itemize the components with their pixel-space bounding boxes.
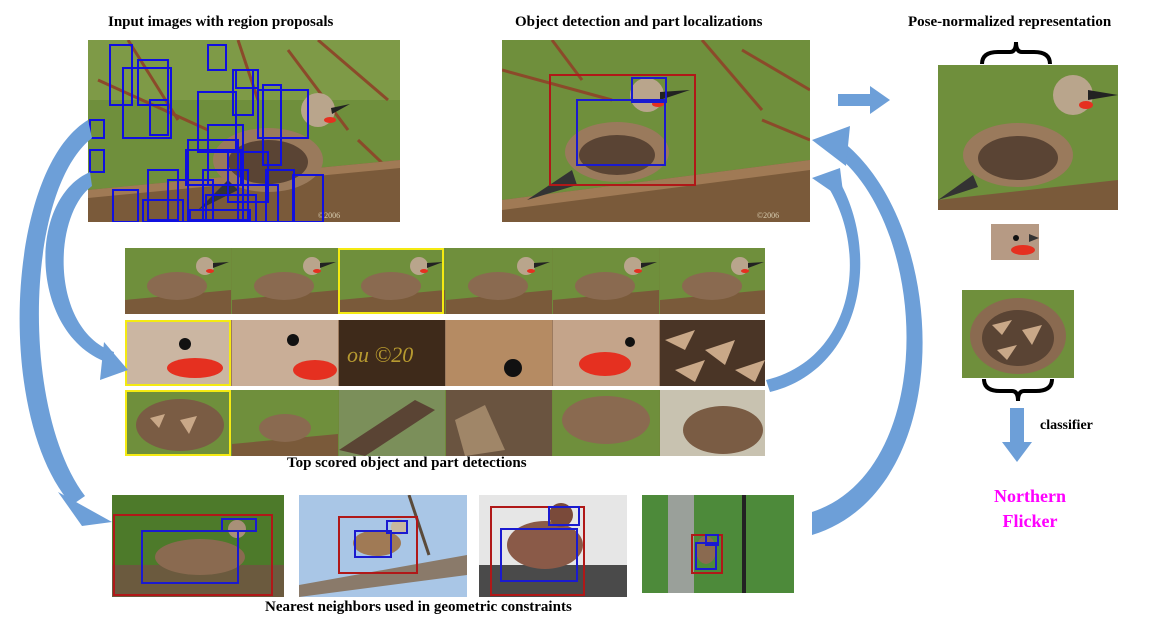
neighbors-caption: Nearest neighbors used in geometric cons… (265, 599, 572, 615)
neighbor-3-body-box (500, 528, 578, 582)
top-scored-caption: Top scored object and part detections (287, 455, 527, 471)
arrow-neighbors-to-detection (812, 138, 923, 535)
pose-caption: Pose-normalized representation (908, 14, 1112, 30)
arrow-head-neighbors (58, 492, 112, 526)
neighbor-3-object-box (490, 506, 585, 596)
arrow-parts-to-detection (766, 186, 861, 392)
head-crops: ou ©20 (125, 320, 765, 386)
output-label-line2: Flicker (1002, 511, 1058, 531)
input-watermark: ©2006 (318, 211, 340, 220)
body-crops (125, 390, 765, 456)
body-part-box (576, 99, 666, 166)
pose-head (991, 224, 1039, 260)
bottom-brace (982, 378, 1054, 402)
grid-row-head: ou ©20 (125, 320, 765, 386)
neighbor-4 (642, 495, 794, 593)
neighbor-2-object-box (338, 516, 418, 574)
output-label-line1: Northern (994, 486, 1066, 506)
neighbor-3 (479, 495, 627, 597)
neighbor-1-photo (112, 495, 284, 597)
arrow-head-parts (100, 342, 128, 380)
neighbor-3-head-box (548, 506, 580, 526)
detection-caption: Object detection and part localizations (515, 14, 763, 30)
neighbor-2-head-box (386, 520, 408, 534)
region-proposals (89, 44, 324, 222)
neighbor-2-photo (299, 495, 467, 597)
whole-bird-crops (125, 248, 765, 314)
svg-text:ou ©20: ou ©20 (347, 342, 413, 367)
arrow-input-to-parts (45, 172, 115, 364)
arrow-input-to-neighbors (19, 120, 92, 505)
pose-body (962, 290, 1074, 378)
object-box (549, 74, 696, 186)
pose-head-photo (991, 224, 1039, 260)
head-part-box (631, 77, 667, 103)
neighbor-1-body-box (141, 530, 239, 584)
right-arrow (838, 86, 890, 114)
grid-row-body (125, 390, 765, 456)
top-brace (980, 41, 1052, 65)
pose-body-photo (962, 290, 1074, 378)
detection-boxes (549, 74, 696, 186)
classifier-arrow (1002, 408, 1032, 462)
neighbor-1 (112, 495, 284, 597)
detection-watermark: ©2006 (757, 211, 779, 220)
classifier-label: classifier (1040, 418, 1093, 433)
arrow-head-parts-detection (812, 168, 844, 200)
input-caption: Input images with region proposals (108, 14, 334, 30)
neighbor-2 (299, 495, 467, 597)
neighbor-1-object-box (113, 514, 273, 596)
detection-image: ©2006 (502, 40, 810, 222)
neighbor-4-head-box (705, 534, 719, 546)
neighbor-2-body-box (354, 530, 392, 558)
input-image: ©2006 (88, 40, 400, 222)
arrow-head-neighbors-detection (812, 126, 850, 166)
pose-whole-bird-photo (938, 65, 1118, 210)
neighbor-3-photo (479, 495, 627, 597)
pose-whole-bird (938, 65, 1118, 210)
neighbor-4-photo (642, 495, 794, 593)
neighbor-4-body-box (695, 542, 717, 570)
